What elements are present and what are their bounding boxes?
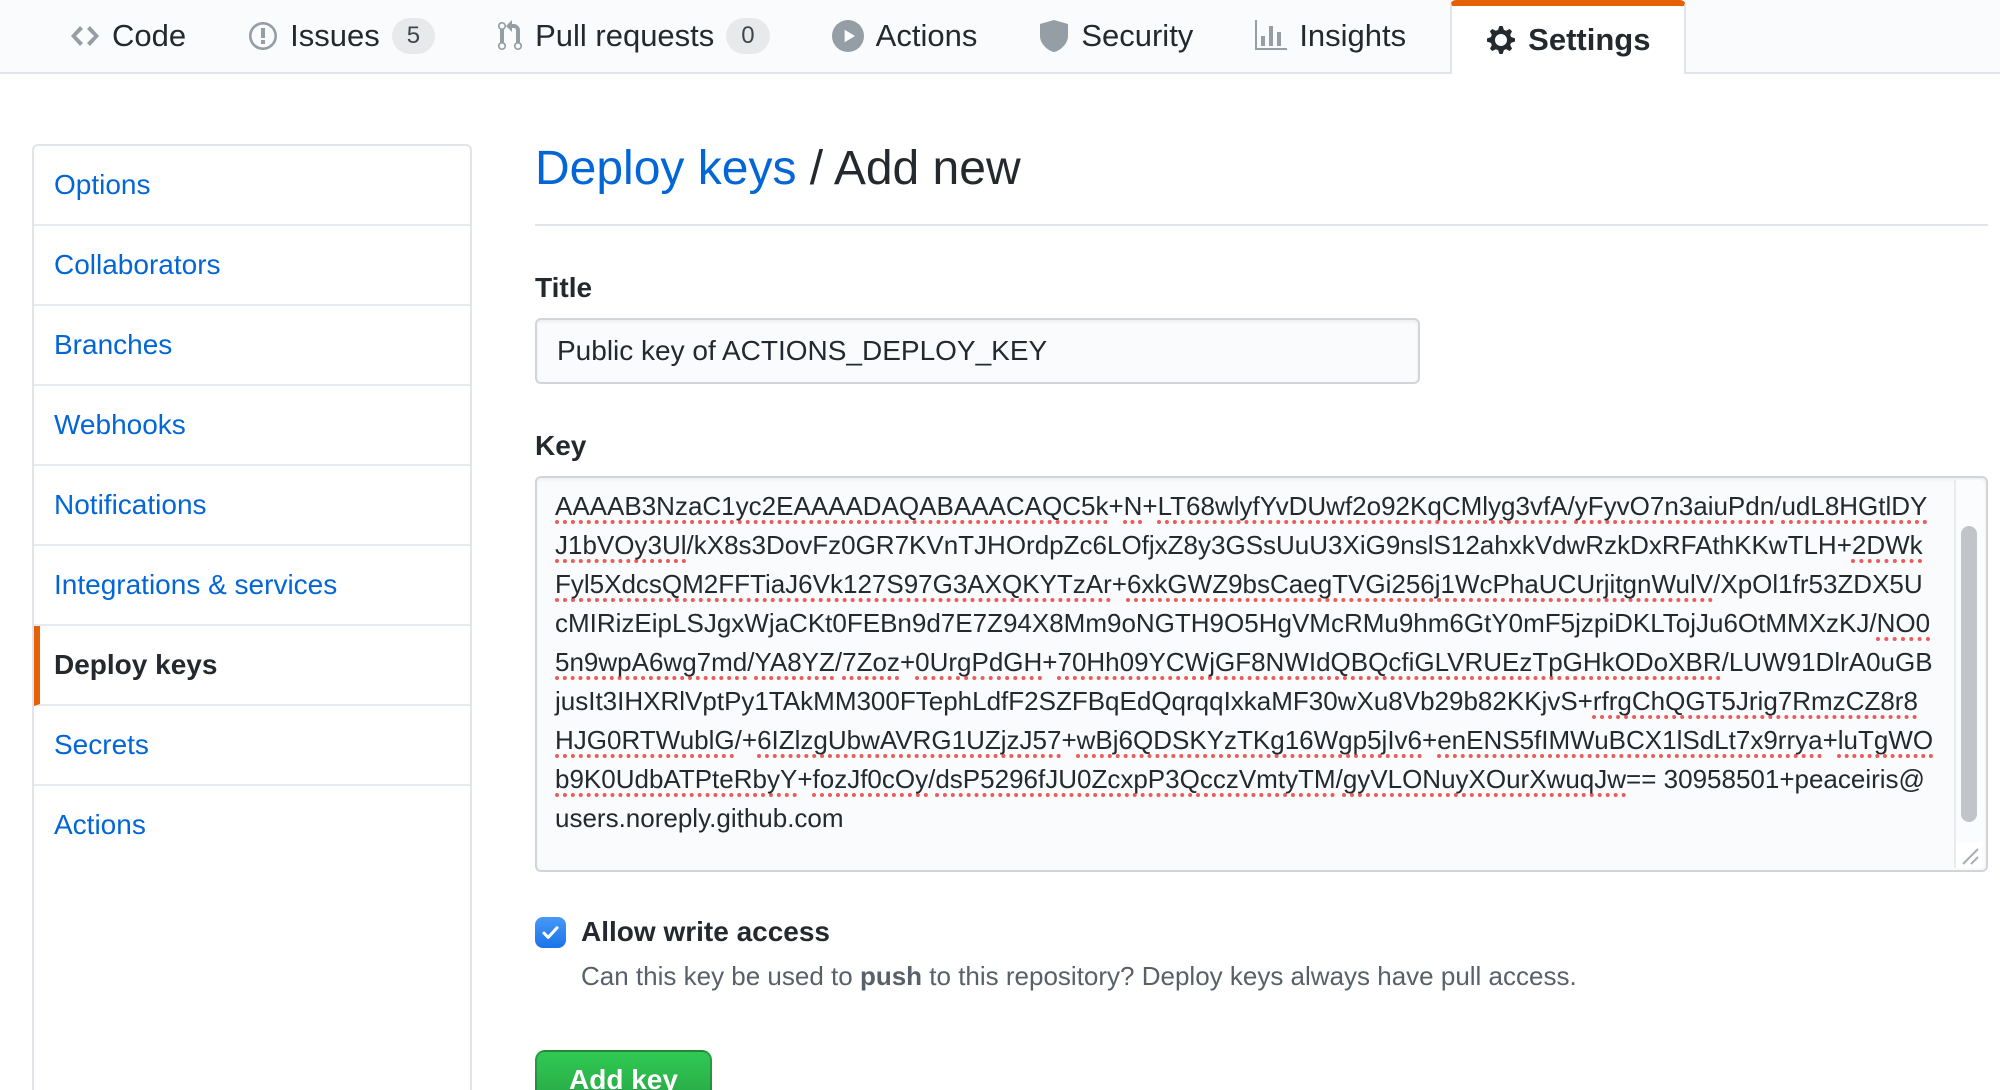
sidebar-item-webhooks[interactable]: Webhooks bbox=[34, 386, 470, 466]
write-access-row: Allow write access bbox=[535, 916, 1988, 948]
repo-tab-bar: Code Issues 5 Pull requests 0 Actions Se… bbox=[0, 0, 2000, 74]
key-textarea[interactable]: AAAAB3NzaC1yc2EAAAADAQABAAACAQC5k+N+LT68… bbox=[535, 476, 1988, 872]
deploy-key-form: Deploy keys / Add new Title Key AAAAB3Nz… bbox=[535, 140, 1988, 1090]
sidebar-item-actions[interactable]: Actions bbox=[54, 809, 146, 840]
sidebar-item-deploy-keys[interactable]: Deploy keys bbox=[34, 626, 470, 706]
breadcrumb-current: Add new bbox=[833, 142, 1021, 195]
add-key-button[interactable]: Add key bbox=[535, 1050, 712, 1090]
key-field-label: Key bbox=[535, 430, 587, 461]
tab-actions[interactable]: Actions bbox=[814, 0, 996, 72]
write-access-help-text: Can this key be used to push to this rep… bbox=[581, 961, 1577, 991]
sidebar-item-secrets[interactable]: Secrets bbox=[34, 706, 470, 786]
gear-icon bbox=[1487, 26, 1516, 54]
tab-pull-requests[interactable]: Pull requests 0 bbox=[479, 0, 788, 72]
write-access-label[interactable]: Allow write access bbox=[581, 916, 831, 947]
tab-insights[interactable]: Insights bbox=[1237, 0, 1424, 72]
key-scrollbar-thumb[interactable] bbox=[1961, 526, 1977, 822]
git-pull-request-icon bbox=[498, 20, 523, 51]
deploy-keys-breadcrumb-link[interactable]: Deploy keys bbox=[535, 142, 797, 195]
tab-settings[interactable]: Settings bbox=[1450, 0, 1687, 74]
tab-label: Issues bbox=[290, 18, 380, 53]
settings-menu: Options Collaborators Branches Webhooks … bbox=[32, 144, 472, 1090]
pull-requests-count-badge: 0 bbox=[726, 18, 770, 54]
issue-opened-icon bbox=[249, 22, 278, 50]
sidebar-item-notifications[interactable]: Notifications bbox=[34, 466, 470, 546]
write-access-checkbox[interactable] bbox=[535, 916, 566, 948]
sidebar-item-integrations-services[interactable]: Integrations & services bbox=[34, 546, 470, 626]
issues-count-badge: 5 bbox=[391, 18, 436, 54]
shield-icon bbox=[1040, 20, 1069, 52]
section-divider bbox=[535, 224, 1988, 226]
key-scrollbar[interactable] bbox=[1954, 480, 1984, 868]
tab-label: Actions bbox=[875, 18, 978, 53]
check-icon bbox=[542, 925, 559, 939]
play-icon bbox=[831, 20, 864, 52]
tab-label: Pull requests bbox=[535, 18, 715, 53]
key-text: AAAAB3NzaC1yc2EAAAADAQABAAACAQC5k+N+LT68… bbox=[555, 491, 1934, 833]
sidebar-item-options[interactable]: Options bbox=[34, 146, 470, 226]
tab-label: Security bbox=[1081, 18, 1194, 53]
sidebar-item-branches[interactable]: Branches bbox=[34, 306, 470, 386]
tab-label: Insights bbox=[1299, 18, 1407, 53]
tab-issues[interactable]: Issues 5 bbox=[230, 0, 453, 72]
tab-label: Settings bbox=[1528, 22, 1651, 57]
title-field-label: Title bbox=[535, 272, 593, 303]
page-title: Deploy keys / Add new bbox=[535, 140, 1988, 198]
breadcrumb-separator: / bbox=[796, 142, 834, 195]
tab-security[interactable]: Security bbox=[1021, 0, 1211, 72]
sidebar-item-collaborators[interactable]: Collaborators bbox=[34, 226, 470, 306]
resize-handle-icon[interactable] bbox=[1956, 842, 1982, 868]
graph-icon bbox=[1255, 20, 1288, 50]
title-input[interactable] bbox=[535, 318, 1420, 384]
tab-label: Code bbox=[112, 18, 187, 53]
code-icon bbox=[71, 26, 99, 46]
tab-code[interactable]: Code bbox=[52, 0, 204, 72]
